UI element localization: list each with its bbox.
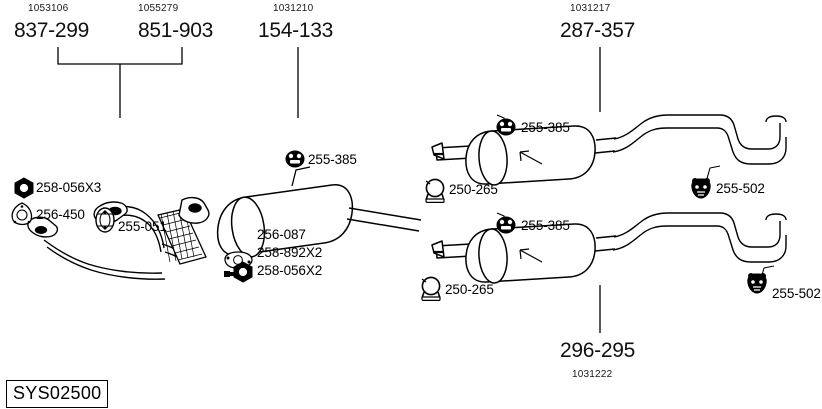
triangular-gasket-icon xyxy=(11,202,33,226)
rubber-mount-icon-upper xyxy=(691,178,711,199)
downpipe-rear-flange xyxy=(178,196,210,224)
callout-250-265-lower: 250-265 xyxy=(445,282,494,297)
callout-255-385-upper: 255-385 xyxy=(521,120,570,135)
tailpipe-upper xyxy=(612,114,787,183)
callout-258-056X2: 258-056X2 xyxy=(257,263,323,278)
rubber-hanger-icon xyxy=(285,150,305,168)
braid-hatch xyxy=(159,208,203,263)
rear-silencer-upper xyxy=(431,114,617,186)
rear-silencer-lower xyxy=(431,212,617,284)
hex-nut-icon-2 xyxy=(233,261,253,283)
callout-255-385-lower: 255-385 xyxy=(521,218,570,233)
part-number-287-357: 287-357 xyxy=(560,19,635,42)
callout-255-502-upper: 255-502 xyxy=(716,181,765,196)
pipe-clamp-icon-upper xyxy=(425,178,445,204)
system-code-box: SYS02500 xyxy=(6,380,109,408)
reference-number-1031222: 1031222 xyxy=(572,369,613,380)
part-number-837-299: 837-299 xyxy=(14,19,89,42)
callout-256-087: 256-087 xyxy=(257,227,306,242)
callout-255-051: 255-051 xyxy=(118,219,167,234)
pipe-clamp-icon-lower xyxy=(421,276,441,302)
reference-number-1055279: 1055279 xyxy=(138,3,179,14)
part-number-851-903: 851-903 xyxy=(138,19,213,42)
rubber-mount-icon-lower xyxy=(747,273,767,294)
reference-number-1031217: 1031217 xyxy=(570,3,611,14)
part-number-154-133: 154-133 xyxy=(258,19,333,42)
oval-mount-icon xyxy=(95,207,115,233)
leader-lines xyxy=(57,47,601,333)
callout-250-265-upper: 250-265 xyxy=(449,182,498,197)
reference-number-1053106: 1053106 xyxy=(28,3,69,14)
callout-258-892X2: 258-892X2 xyxy=(257,245,323,260)
flexible-pipe-section xyxy=(157,208,207,265)
callout-255-385-centre: 255-385 xyxy=(308,152,357,167)
callout-256-450: 256-450 xyxy=(36,207,85,222)
callout-255-502-lower: 255-502 xyxy=(772,286,821,301)
rubber-hanger-icon-upper xyxy=(496,118,516,136)
part-number-296-295: 296-295 xyxy=(560,339,635,362)
centre-silencer xyxy=(216,166,422,258)
tailpipe-lower xyxy=(612,212,787,283)
callout-258-056X3: 258-056X3 xyxy=(36,180,102,195)
hex-nut-icon xyxy=(14,177,34,199)
reference-number-1031210: 1031210 xyxy=(273,3,314,14)
rubber-hanger-icon-lower xyxy=(496,216,516,234)
